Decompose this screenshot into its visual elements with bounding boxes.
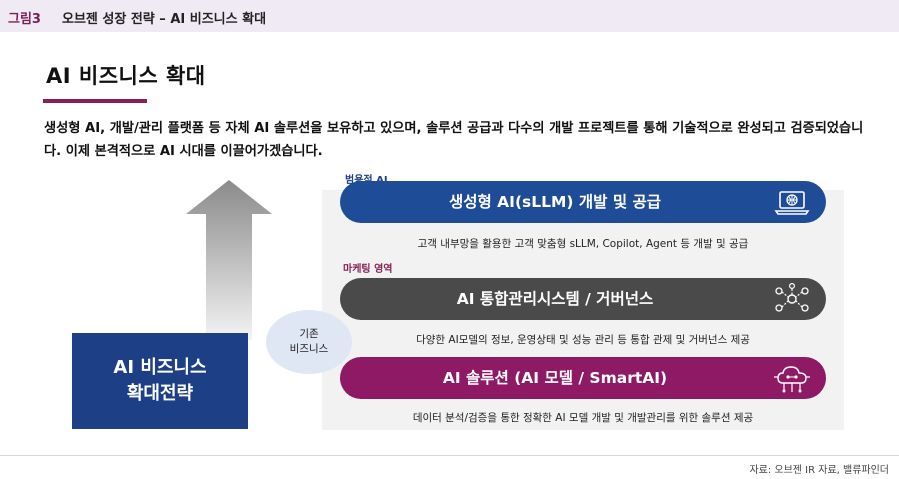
laptop-globe-icon [774, 191, 810, 215]
tier-ai-governance-description: 다양한 AI모델의 정보, 운영상태 및 성능 관리 등 통합 관제 및 거버넌… [416, 334, 750, 346]
tier-ai-governance-label: AI 통합관리시스템 / 거버넌스 [456, 290, 654, 308]
tier-generative-ai-label: 생성형 AI(sLLM) 개발 및 공급 [449, 193, 661, 211]
strategy-box: AI 비즈니스 확대전략 [72, 333, 248, 429]
figure-label: 그림3 [8, 12, 41, 27]
existing-business-line-1: 기존 [299, 328, 319, 340]
footer-divider [0, 455, 899, 456]
figure-header: 그림3 오브젠 성장 전략 – AI 비즈니스 확대 [0, 0, 899, 32]
figure-title: 오브젠 성장 전략 – AI 비즈니스 확대 [62, 12, 267, 27]
tier-ai-solution-label: AI 솔루션 (AI 모델 / SmartAI) [442, 369, 668, 387]
strategy-line-1: AI 비즈니스 [113, 357, 207, 378]
existing-business-circle: 기존 비즈니스 [266, 310, 352, 374]
tag-general-ai: 범용적 AI [345, 171, 388, 186]
title-underline [43, 99, 147, 103]
network-people-icon [775, 282, 809, 312]
tier-ai-governance: AI 통합관리시스템 / 거버넌스 [340, 278, 826, 320]
growth-arrow-icon [186, 180, 272, 340]
cloud-network-icon [774, 366, 810, 393]
intro-text: 생성형 AI, 개발/관리 플랫폼 등 자체 AI 솔루션을 보유하고 있으며,… [44, 121, 864, 159]
strategy-line-2: 확대전략 [126, 383, 194, 404]
existing-business-line-2: 비즈니스 [289, 343, 329, 355]
page-title: AI 비즈니스 확대 [46, 64, 206, 88]
tier-ai-solution-description: 데이터 분석/검증을 통한 정확한 AI 모델 개발 및 개발관리를 위한 솔루… [412, 412, 754, 424]
tag-marketing-area: 마케팅 영역 [343, 264, 393, 275]
tier-generative-ai: 생성형 AI(sLLM) 개발 및 공급 [340, 181, 826, 223]
tier-ai-solution: AI 솔루션 (AI 모델 / SmartAI) [340, 357, 826, 399]
tier-generative-ai-description: 고객 내부망을 활용한 고객 맞춤형 sLLM, Copilot, Agent … [417, 238, 749, 250]
source-note: 자료: 오브젠 IR 자료, 밸류파인더 [749, 465, 889, 476]
